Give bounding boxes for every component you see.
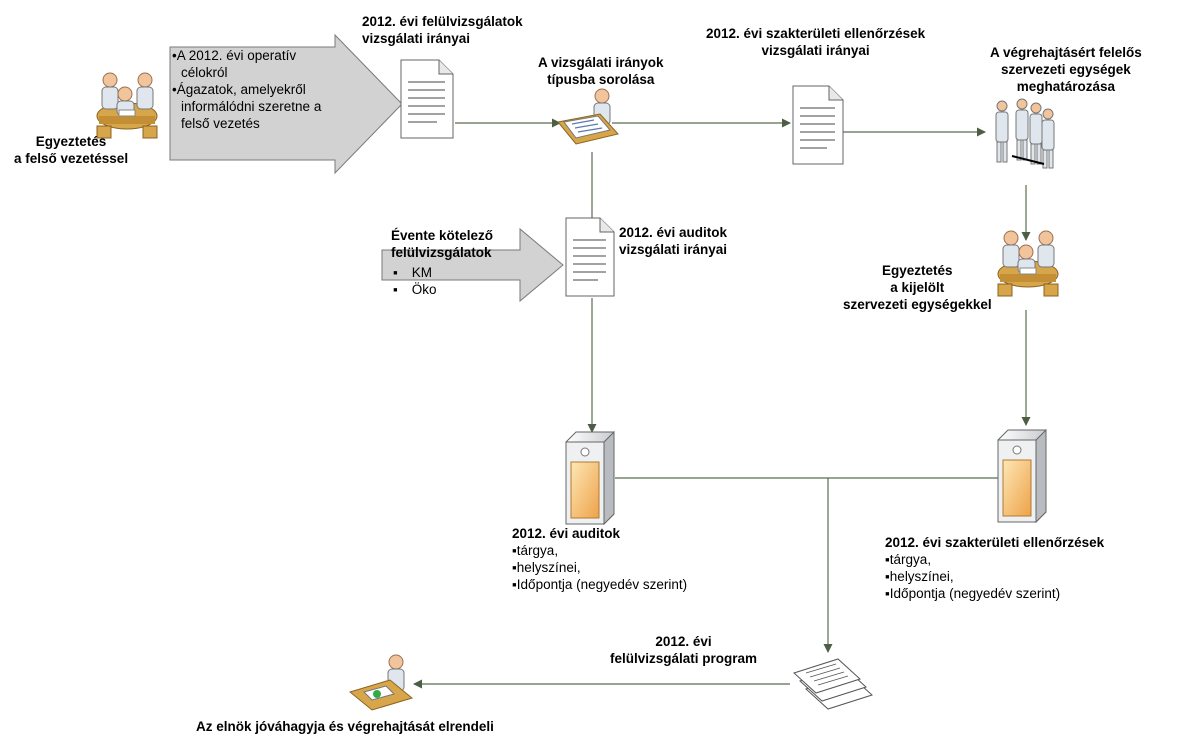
people-group-icon [995, 98, 1055, 169]
input-block-arrow [169, 33, 403, 175]
program-label: 2012. évi felülvizsgálati program [610, 634, 758, 666]
meeting-icon [997, 230, 1059, 297]
server-icon [565, 430, 615, 526]
meeting-icon [96, 72, 158, 139]
expert-result-label: 2012. évi szakterületi ellenőrzések ▪tár… [885, 535, 1105, 601]
document-icon [400, 59, 454, 139]
review-doc-label: 2012. évi felülvizsgálatok vizsgálati ir… [362, 14, 523, 46]
meeting-units-label: Egyeztetés a kijelölt szervezeti egysége… [843, 263, 992, 312]
document-icon [565, 217, 615, 297]
meeting-top-bullets: •A 2012. évi operatív célokról •Ágazatok… [172, 48, 322, 131]
units-label: A végrehajtásért felelős szervezeti egys… [990, 45, 1142, 94]
expert-doc-label: 2012. évi szakterületi ellenőrzések vizs… [706, 26, 926, 58]
classify-label: A vizsgálati irányok típusba sorolása [538, 55, 664, 87]
audit-result-label: 2012. évi auditok ▪tárgya, ▪helyszínei, … [512, 526, 688, 592]
annual-label: Évente kötelező felülvizsgálatok [391, 228, 494, 260]
annual-block-arrow [381, 227, 564, 303]
meeting-top-label: Egyeztetés a felső vezetéssel [14, 134, 129, 166]
document-icon [792, 85, 844, 165]
president-label: Az elnök jóváhagyja és végrehajtását elr… [196, 719, 494, 734]
server-icon [997, 428, 1047, 524]
audit-doc-label: 2012. évi auditok vizsgálati irányai [619, 225, 728, 257]
person-at-desk-icon [557, 88, 619, 145]
document-stack-icon [793, 658, 873, 710]
president-at-desk-icon [348, 654, 414, 711]
annual-items: ▪KM ▪Öko [393, 265, 437, 297]
